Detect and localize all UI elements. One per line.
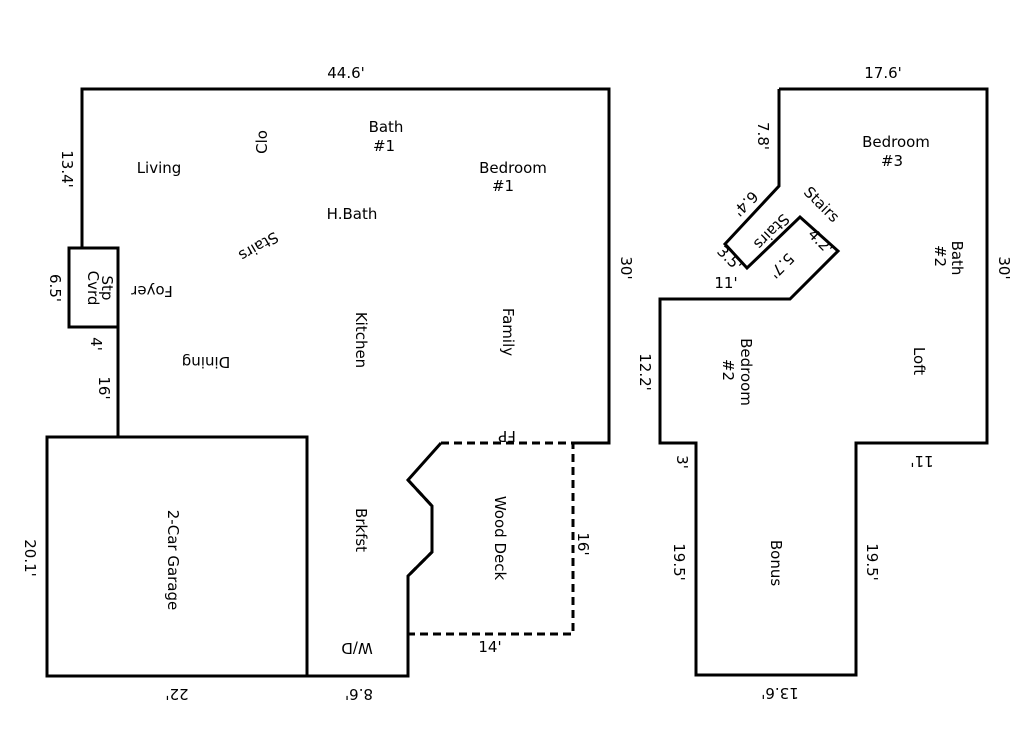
dim-bonus-right: 19.5' (863, 543, 881, 581)
kitchen-deck-wall (307, 442, 443, 678)
dim-seven-eight: 7.8' (754, 122, 772, 150)
room-wood-deck: Wood Deck (491, 496, 509, 581)
room-bath2-num: #2 (931, 245, 949, 267)
dim-deck-bottom: 14' (478, 638, 501, 656)
wood-deck-outline (406, 441, 575, 636)
dim-garage-bottom: 22' (165, 685, 188, 703)
dim-three: 3' (673, 455, 691, 469)
dim-twelve-two: 12.2' (636, 353, 654, 391)
second-floor-labels: 17.6' 7.8' 6.4' 3.5' 4.2' 5.7' 11' 30' 1… (636, 64, 1013, 702)
room-bedroom1: Bedroom (479, 159, 547, 177)
dim-second-right: 30' (995, 256, 1013, 279)
room-foyer: Foyer (130, 282, 172, 300)
dim-stoop: 6.5' (46, 274, 64, 302)
room-bedroom2: Bedroom (737, 338, 755, 406)
wood-deck-left-edge (406, 478, 434, 578)
room-brkfst: Brkfst (352, 508, 370, 552)
dim-bonus-left: 19.5' (670, 543, 688, 581)
dim-first-left-upper: 13.4' (58, 150, 76, 188)
room-bedroom3: Bedroom (862, 133, 930, 151)
room-kitchen: Kitchen (352, 312, 370, 368)
dim-sixteen-left: 16' (95, 376, 113, 399)
room-fp: FP (498, 427, 516, 445)
room-bonus: Bonus (767, 540, 785, 586)
dim-first-top: 44.6' (327, 64, 365, 82)
room-bedroom2-num: #2 (719, 359, 737, 381)
second-floor-outline (658, 87, 989, 677)
dim-four-two: 4.2' (804, 225, 837, 258)
dim-eleven-left: 11' (714, 274, 737, 292)
room-dining: Dining (182, 353, 230, 371)
first-floor-walls (45, 87, 611, 678)
covered-stoop (67, 246, 120, 329)
dim-deck-right: 16' (574, 532, 592, 555)
dim-five-seven: 5.7' (765, 249, 798, 282)
garage-outline (45, 435, 309, 678)
first-floor-outline (80, 87, 611, 445)
room-bath2: Bath (948, 241, 966, 276)
room-stairs-second-b: Stairs (800, 183, 843, 226)
room-hbath: H.Bath (327, 205, 378, 223)
room-wd: W/D (341, 639, 372, 657)
room-bath1: Bath (369, 118, 404, 136)
dim-first-right: 30' (617, 256, 635, 279)
dim-four: 4' (87, 337, 105, 351)
room-loft: Loft (910, 347, 928, 375)
room-stp: Stp (98, 276, 116, 301)
first-floor-labels: 44.6' 13.4' 6.5' 4' 16' 30' 20.1' 22' 8.… (21, 64, 635, 703)
room-clo: Clo (253, 130, 271, 154)
dim-second-top: 17.6' (864, 64, 902, 82)
room-bedroom3-num: #3 (881, 152, 903, 170)
room-living: Living (137, 159, 182, 177)
second-floor-walls (658, 87, 989, 677)
room-stairs-first: Stairs (235, 228, 281, 265)
room-family: Family (499, 308, 517, 356)
dim-three-five: 3.5' (713, 242, 746, 275)
dim-garage-left: 20.1' (21, 539, 39, 577)
room-garage: 2-Car Garage (164, 510, 182, 610)
dim-six-four: 6.4' (729, 187, 762, 220)
room-cvrd: Cvrd (84, 271, 102, 306)
dim-bottom-mid: 8.6' (345, 685, 373, 703)
room-bath1-num: #1 (373, 137, 395, 155)
room-bedroom1-num: #1 (492, 177, 514, 195)
dim-eleven-right: 11' (910, 452, 933, 470)
dim-second-bottom: 13.6' (761, 684, 799, 702)
